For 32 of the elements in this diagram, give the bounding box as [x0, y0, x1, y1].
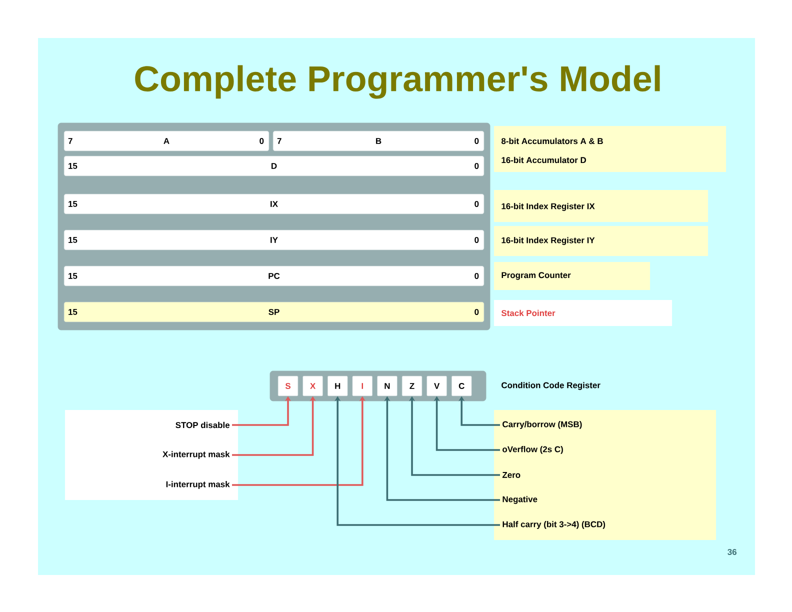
flag-bit-box: C: [451, 376, 472, 396]
flag-label: Carry/borrow (MSB): [502, 421, 582, 429]
register-box: 7 B 0: [272, 130, 484, 152]
register-box: 15 PC 0: [64, 266, 484, 286]
flag-label: Zero: [502, 472, 520, 478]
flag-label: Half carry (bit 3->4) (BCD): [502, 521, 606, 529]
flag-bit-box: X: [302, 376, 323, 396]
flag-label: STOP disable: [176, 422, 230, 428]
register-box: 15 IY 0: [64, 230, 484, 250]
flag-bit-box: S: [278, 376, 298, 396]
flag-bit-box: V: [426, 376, 447, 396]
register-description: Program Counter: [502, 272, 571, 280]
flag-label: I-interrupt mask: [166, 481, 230, 489]
flag-bit-box: N: [377, 376, 398, 396]
register-description: Stack Pointer: [501, 310, 556, 316]
page-number: 36: [728, 548, 736, 555]
title: Complete Programmer's Model: [135, 65, 660, 99]
register-description: 8-bit Accumulators A & B: [501, 138, 603, 144]
flag-label: X-interrupt mask: [162, 451, 230, 459]
register-description: 16-bit Accumulator D: [502, 156, 586, 164]
register-box: 7 A 0: [64, 130, 270, 152]
register-description: Condition Code Register: [502, 382, 600, 390]
flag-bit-box: Z: [402, 376, 422, 396]
flag-bit-box: I: [352, 376, 373, 396]
register-box: 15 SP 0: [64, 302, 484, 322]
flag-label: oVerflow (2s C): [502, 446, 563, 454]
flag-bit-box: H: [327, 376, 348, 396]
register-description: 16-bit Index Register IY: [502, 237, 595, 245]
register-box: 15 IX 0: [64, 194, 484, 214]
register-description: 16-bit Index Register IX: [502, 203, 595, 211]
register-box: 15 D 0: [64, 156, 484, 176]
flag-label: Negative: [502, 496, 538, 504]
